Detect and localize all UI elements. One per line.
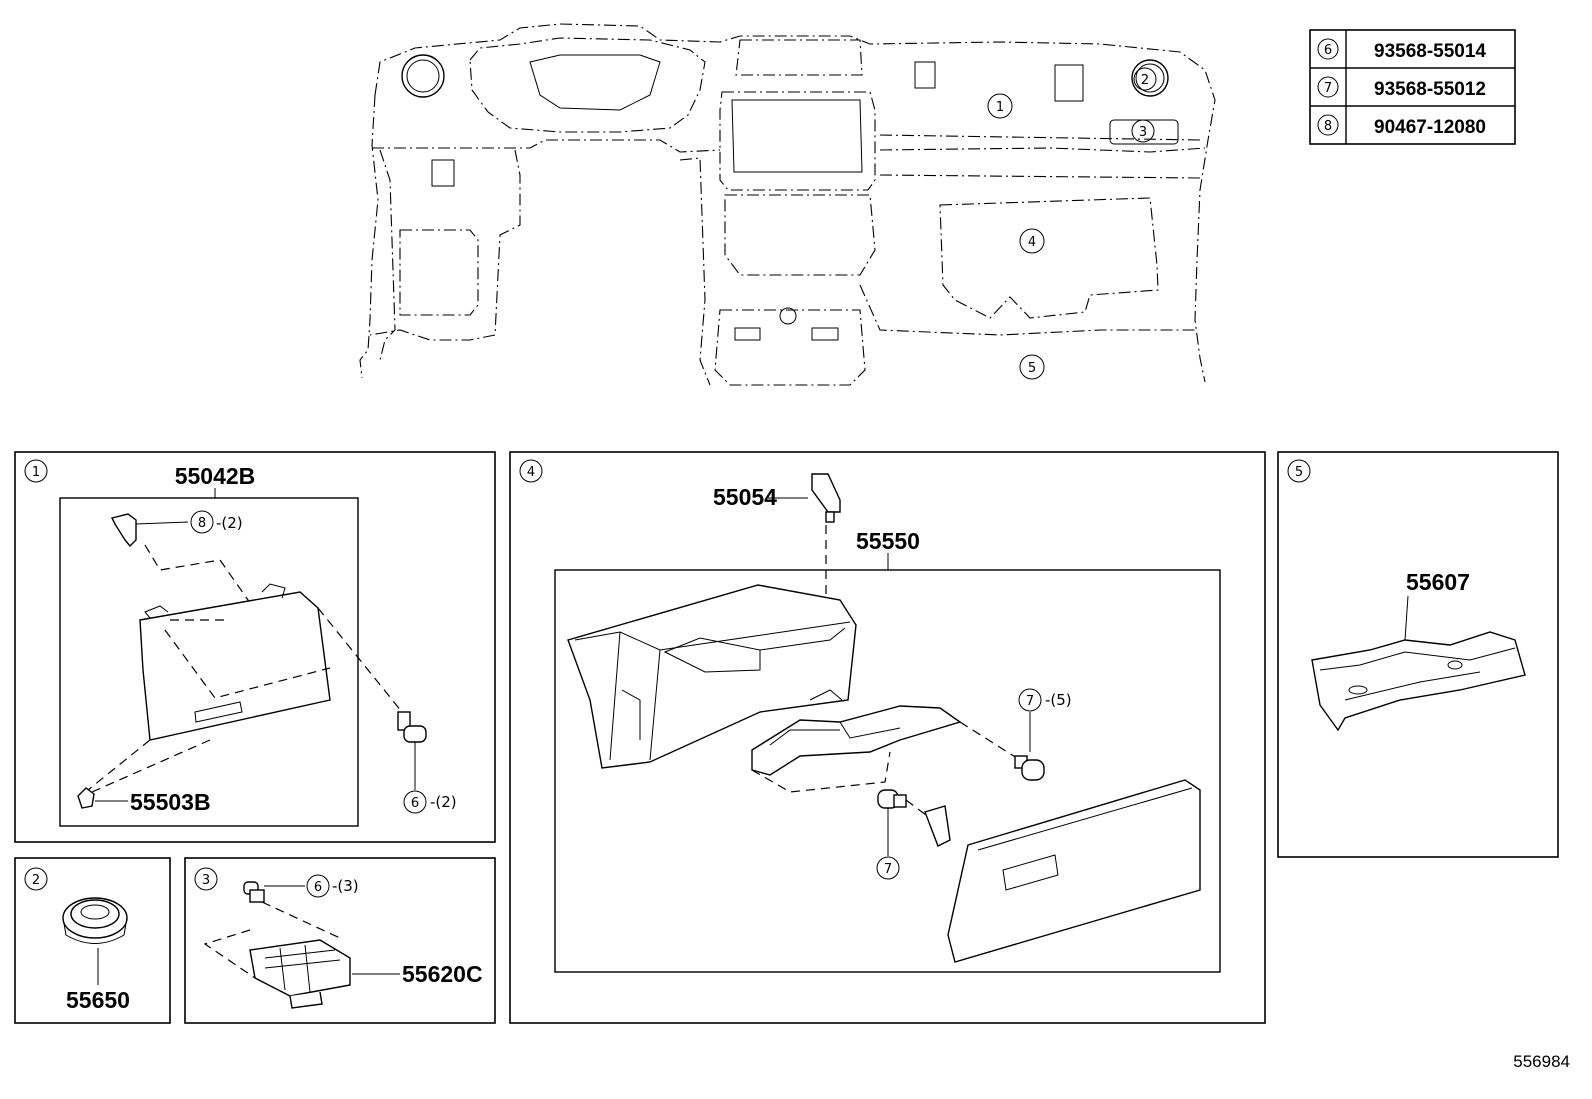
callout-number: 7 [1026,694,1034,709]
part-number-label: 55054 [713,484,777,510]
fastener-part-no: 93568-55014 [1374,41,1486,62]
quantity: -(5) [1045,691,1072,709]
fastener-ref: 7 [1324,81,1332,96]
callout-number: 7 [884,862,892,877]
fastener-part-no: 90467-12080 [1374,117,1486,138]
panel-5: 5 55607 [1277,451,1559,858]
accessory-socket-icon [249,939,351,1009]
panel-number: 1 [32,465,40,480]
clip-icon [924,805,951,847]
panel-2: 2 55650 [14,857,171,1024]
panel-number: 5 [1295,465,1303,480]
callout-number: 8 [198,516,206,531]
panel-3: 3 6 -(3) 55620C [184,857,496,1024]
bracket-icon [751,705,962,776]
screw-icon [877,789,907,809]
fastener-table: 6 93568-55014 7 93568-55012 8 90467-1208… [1309,29,1516,145]
fastener-row-8: 8 90467-12080 [1317,114,1486,138]
panel-number: 3 [202,873,210,888]
upper-box-icon [139,591,331,741]
air-vent-icon [62,897,128,944]
panel-number: 4 [527,465,535,480]
callout-number: 4 [1028,235,1036,250]
switch-icon [811,473,841,513]
overview-callout-1: 1 [987,93,1013,119]
dashboard-overview: 1 2 3 4 5 [359,23,1216,386]
part-number-label: 55607 [1406,569,1470,595]
fastener-part-no: 93568-55012 [1374,79,1486,100]
fastener-row-7: 7 93568-55012 [1317,76,1486,100]
callout-number: 6 [411,796,419,811]
part-number-label: 55650 [66,987,130,1013]
fastener-row-6: 6 93568-55014 [1317,38,1486,62]
part-number-label: 55503B [130,789,211,815]
overview-callout-4: 4 [1019,228,1045,254]
callout-number: 3 [1139,125,1147,140]
panel-1: 1 55042B 8 -(2) 6 -(2) 55503B [14,451,496,843]
overview-callout-5: 5 [1019,354,1045,380]
panel-number: 2 [32,873,40,888]
lower-panel-icon [1311,631,1526,732]
glove-box-body-icon [567,584,857,769]
figure-id: 556984 [1513,1052,1570,1071]
quantity: -(2) [216,514,243,532]
callout-number: 6 [314,880,322,895]
quantity: -(2) [430,793,457,811]
callout-number: 5 [1028,361,1036,376]
part-number-label: 55550 [856,528,920,554]
pin-icon [77,787,95,809]
overview-callout-3: 3 [1131,119,1155,143]
screw-icon [1014,755,1045,781]
fastener-ref: 6 [1324,43,1332,58]
clip-icon [110,513,137,548]
part-number-label: 55620C [402,961,483,987]
glove-box-door-icon [947,779,1201,963]
panel-4: 4 55054 55550 [509,451,1266,1024]
fastener-ref: 8 [1324,119,1332,134]
part-number-label: 55042B [175,463,256,489]
screw-icon [243,881,265,903]
screw-icon [397,711,427,743]
callout-number: 2 [1141,73,1149,88]
overview-callout-2: 2 [1133,67,1157,91]
callout-number: 1 [996,100,1004,115]
quantity: -(3) [332,877,359,895]
